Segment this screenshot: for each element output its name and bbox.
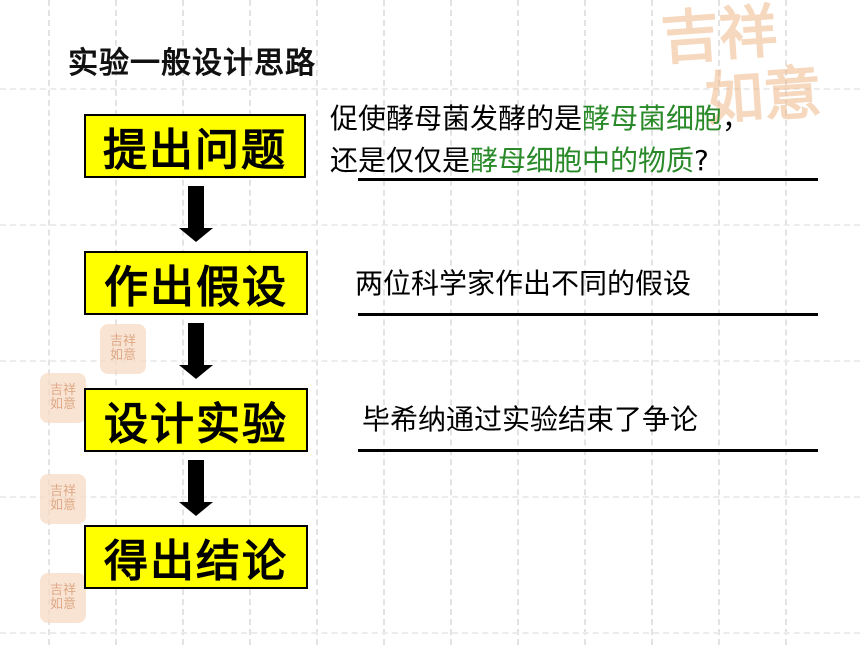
watermark-stamp-small: 吉祥如意 xyxy=(40,373,86,423)
step-draw-conclusion: 得出结论 xyxy=(84,525,308,589)
experiment-text: 毕希纳通过实验结束了争论 xyxy=(362,403,699,436)
answer-underline xyxy=(358,313,818,316)
question-text: 促使酵母菌发酵的是酵母菌细胞， 还是仅仅是酵母细胞中的物质? xyxy=(330,102,751,177)
step-design-experiment: 设计实验 xyxy=(84,388,308,452)
answer-underline xyxy=(358,449,818,452)
answer-underline xyxy=(358,178,818,181)
page-title: 实验一般设计思路 xyxy=(68,46,316,81)
down-arrow-icon xyxy=(179,460,213,516)
hypothesis-text: 两位科学家作出不同的假设 xyxy=(355,267,692,300)
step-make-hypothesis: 作出假设 xyxy=(84,251,308,315)
watermark-stamp-small: 吉祥如意 xyxy=(40,474,86,524)
step-raise-question: 提出问题 xyxy=(84,114,306,178)
watermark-stamp-small: 吉祥如意 xyxy=(100,324,146,374)
watermark-stamp-small: 吉祥如意 xyxy=(40,573,86,623)
down-arrow-icon xyxy=(179,323,213,379)
down-arrow-icon xyxy=(179,186,213,242)
